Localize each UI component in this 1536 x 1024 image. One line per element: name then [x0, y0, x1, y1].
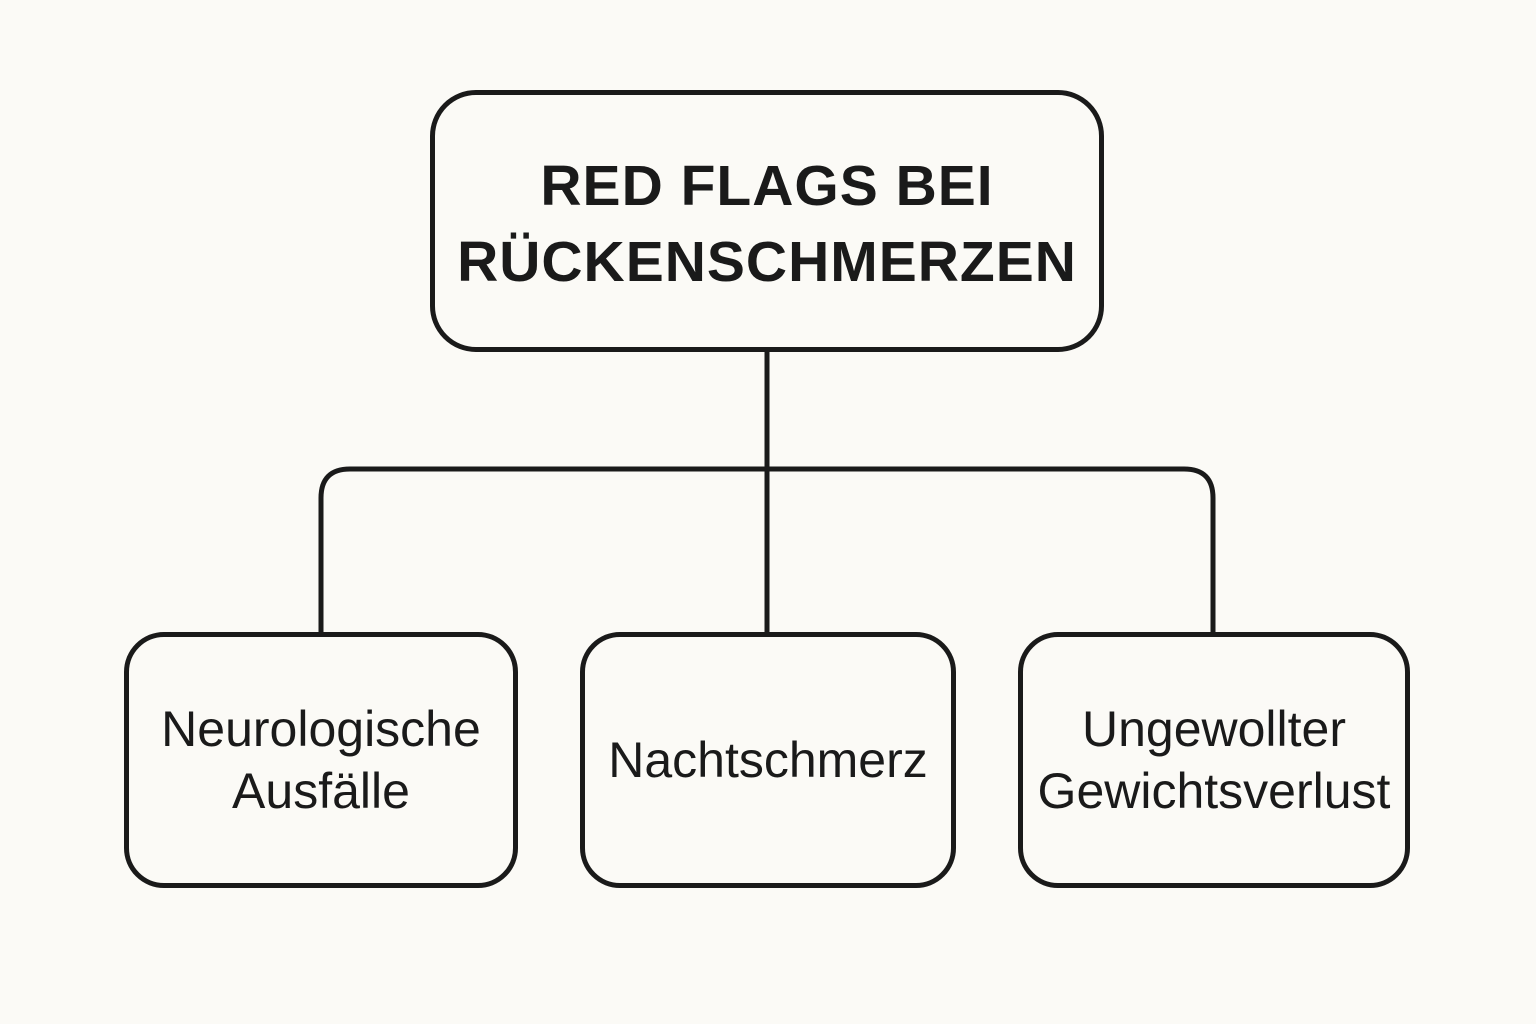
child-2-label-line-1: Nachtschmerz — [608, 732, 928, 788]
child-node-neurologische-ausfaelle: Neurologische Ausfälle — [124, 632, 518, 888]
child-1-label-line-2: Ausfälle — [232, 763, 410, 819]
child-1-label-line-1: Neurologische — [161, 701, 481, 757]
branch-connector-left — [318, 466, 770, 635]
branch-connector-right — [764, 466, 1216, 635]
child-3-label-line-2: Gewichtsverlust — [1037, 763, 1391, 819]
root-title-line-1: RED FLAGS BEI — [540, 154, 994, 218]
root-node: RED FLAGS BEI RÜCKENSCHMERZEN — [430, 90, 1104, 352]
child-3-label-line-1: Ungewollter — [1081, 701, 1346, 757]
child-node-nachtschmerz: Nachtschmerz — [580, 632, 956, 888]
root-title-line-2: RÜCKENSCHMERZEN — [457, 230, 1077, 294]
child-node-ungewollter-gewichtsverlust: Ungewollter Gewichtsverlust — [1018, 632, 1410, 888]
